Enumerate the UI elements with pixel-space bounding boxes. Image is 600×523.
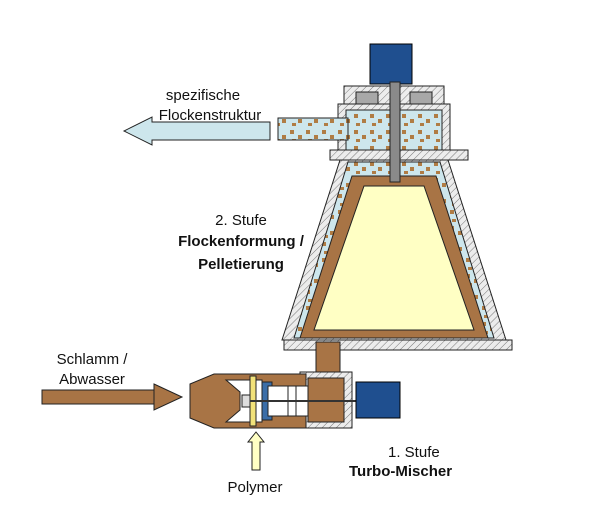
lower-flange: [283, 339, 513, 351]
outlet-pipe: [277, 117, 349, 141]
polymer-arrow: [246, 431, 266, 471]
motor-icon: [369, 43, 413, 85]
polymer-label: Polymer: [227, 479, 283, 496]
stage1-label-line2: Turbo-Mischer: [349, 463, 453, 480]
motor-icon: [355, 381, 401, 419]
stage1-label-line1: 1. Stufe: [388, 444, 440, 461]
output-label-line1: spezifische: [165, 87, 241, 104]
pellet-zone: [313, 185, 475, 331]
output-label-line2: Flockenstruktur: [158, 107, 262, 124]
shaft-icon: [389, 81, 401, 183]
input-arrow-shaft: [41, 389, 155, 405]
input-arrow-head: [153, 383, 184, 411]
output-arrow: [122, 116, 271, 146]
input-label-line2: Abwasser: [59, 371, 125, 388]
stage2-label-line2: Flockenformung /: [178, 233, 304, 250]
input-label-line1: Schlamm /: [56, 351, 128, 368]
stage2-label-line3: Pelletierung: [198, 256, 284, 273]
stage2-label-line1: 2. Stufe: [215, 212, 267, 229]
